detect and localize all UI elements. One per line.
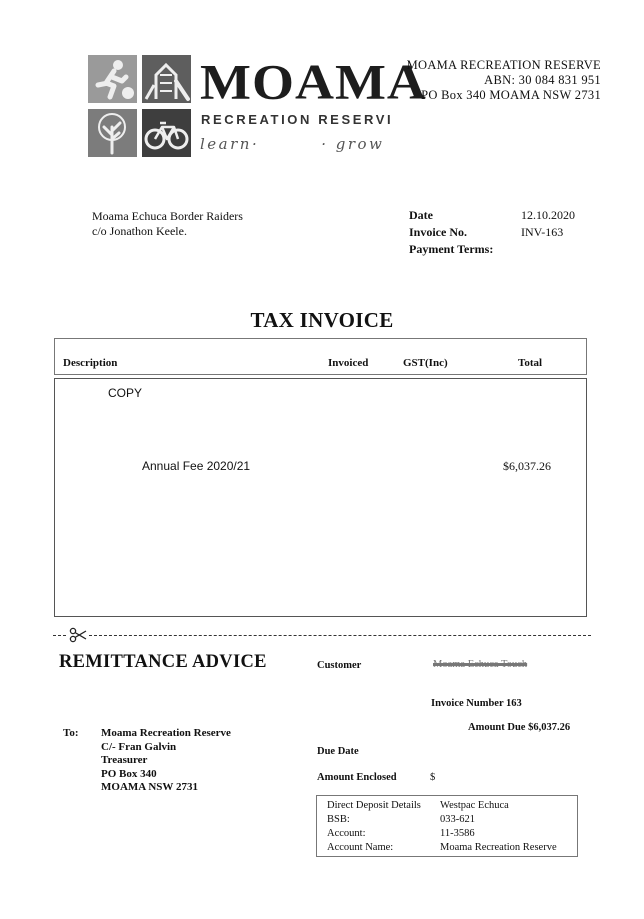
remit-to-line: MOAMA NSW 2731 xyxy=(101,781,198,793)
logo-tagline-left: learn· xyxy=(200,135,260,153)
invoice-meta-values: 12.10.2020 INV-163 xyxy=(521,207,575,241)
logo-name: MOAMA xyxy=(200,54,427,110)
remit-to-line: Moama Recreation Reserve xyxy=(101,727,231,739)
direct-deposit-box: Direct Deposit Details Westpac Echuca BS… xyxy=(316,795,578,857)
invoice-table-header: Description Invoiced GST(Inc) Total xyxy=(54,338,587,375)
logo-tagline: learn· · grow xyxy=(200,135,384,153)
bsb-label: BSB: xyxy=(327,814,350,825)
invoice-number-label: Invoice No. xyxy=(409,225,467,239)
account-name-value: Moama Recreation Reserve xyxy=(440,842,557,853)
account-name-label: Account Name: xyxy=(327,842,394,853)
customer-value: Moama Echuca Touch xyxy=(433,659,528,670)
remit-to-line: PO Box 340 xyxy=(101,767,157,780)
column-total: Total xyxy=(518,357,543,369)
line-item-total: $6,037.26 xyxy=(503,459,551,473)
playground-icon xyxy=(142,55,191,103)
date-label: Date xyxy=(409,208,433,222)
company-details: MOAMA RECREATION RESERVE ABN: 30 084 831… xyxy=(407,58,601,103)
invoice-number-value: INV-163 xyxy=(521,225,564,239)
invoice-table-body: COPY Annual Fee 2020/21 $6,037.26 xyxy=(54,378,587,617)
bicycle-icon xyxy=(142,109,191,157)
logo-tagline-right: · grow xyxy=(321,135,385,153)
amount-enclosed-label: Amount Enclosed xyxy=(317,772,397,783)
customer-label: Customer xyxy=(317,660,362,671)
bill-to-line-1: Moama Echuca Border Raiders xyxy=(92,209,243,223)
page-title: TAX INVOICE xyxy=(250,308,394,332)
invoice-meta-labels: Date Invoice No. Payment Terms: xyxy=(409,207,493,258)
remit-to-line: Treasurer xyxy=(101,754,148,766)
deposit-bank: Westpac Echuca xyxy=(440,800,509,811)
bsb-value: 033-621 xyxy=(440,814,475,825)
account-value: 11-3586 xyxy=(440,828,475,839)
account-label: Account: xyxy=(327,828,366,839)
invoice-number-text: Invoice Number 163 xyxy=(431,698,522,709)
to-label: To: xyxy=(63,727,79,739)
amount-due-text: Amount Due $6,037.26 xyxy=(468,722,571,733)
bill-to-line-2: c/o Jonathon Keele. xyxy=(92,224,187,238)
company-address: PO Box 340 MOAMA NSW 2731 xyxy=(421,88,601,102)
runner-icon xyxy=(88,55,137,103)
company-abn: ABN: 30 084 831 951 xyxy=(484,73,601,87)
deposit-header-label: Direct Deposit Details xyxy=(327,800,421,811)
tree-icon xyxy=(88,109,137,157)
logo-subtitle: RECREATION RESERVI xyxy=(201,112,394,127)
remit-to-address: Moama Recreation Reserve C/- Fran Galvin… xyxy=(101,727,231,795)
copy-mark: COPY xyxy=(108,386,143,400)
column-invoiced: Invoiced xyxy=(328,357,369,369)
remittance-title: REMITTANCE ADVICE xyxy=(59,652,267,672)
cut-dash-left xyxy=(53,635,66,636)
company-name: MOAMA RECREATION RESERVE xyxy=(406,58,601,72)
company-logo: MOAMA RECREATION RESERVI learn· · grow xyxy=(88,55,426,163)
bill-to: Moama Echuca Border Raiders c/o Jonathon… xyxy=(92,209,243,239)
due-date-label: Due Date xyxy=(317,746,359,757)
payment-terms-label: Payment Terms: xyxy=(409,242,494,256)
line-item-description: Annual Fee 2020/21 xyxy=(142,459,251,473)
cut-line xyxy=(53,627,591,644)
cut-dash-right xyxy=(89,635,591,636)
column-description: Description xyxy=(63,357,118,369)
date-value: 12.10.2020 xyxy=(521,208,575,222)
amount-enclosed-value: $ xyxy=(430,772,436,783)
scissors-icon xyxy=(69,627,87,643)
column-gst: GST(Inc) xyxy=(403,357,448,369)
remit-to-line: C/- Fran Galvin xyxy=(101,740,177,753)
